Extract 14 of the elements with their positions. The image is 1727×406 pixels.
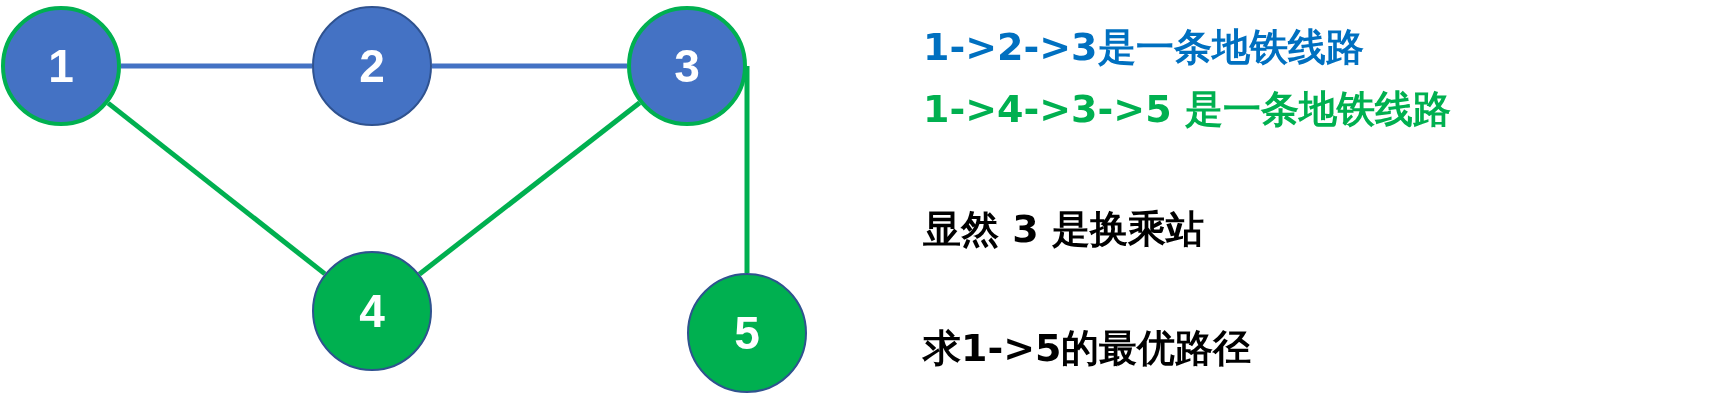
note-text: 1->2->3是一条地铁线路	[923, 24, 1364, 71]
station-circle: 2	[312, 6, 432, 126]
station-circle: 3	[627, 6, 747, 126]
note-text: 求1->5的最优路径	[923, 325, 1252, 372]
connector-line	[744, 66, 750, 273]
connector-line	[432, 63, 627, 69]
station-circle: 4	[312, 251, 432, 371]
connector-line	[121, 63, 312, 69]
station-circle: 1	[1, 6, 121, 126]
note-text: 显然 3 是换乘站	[923, 206, 1204, 253]
station-circle: 5	[687, 273, 807, 393]
connector-line	[106, 101, 327, 276]
connector-line	[417, 100, 642, 277]
note-text: 1->4->3->5 是一条地铁线路	[923, 86, 1451, 133]
